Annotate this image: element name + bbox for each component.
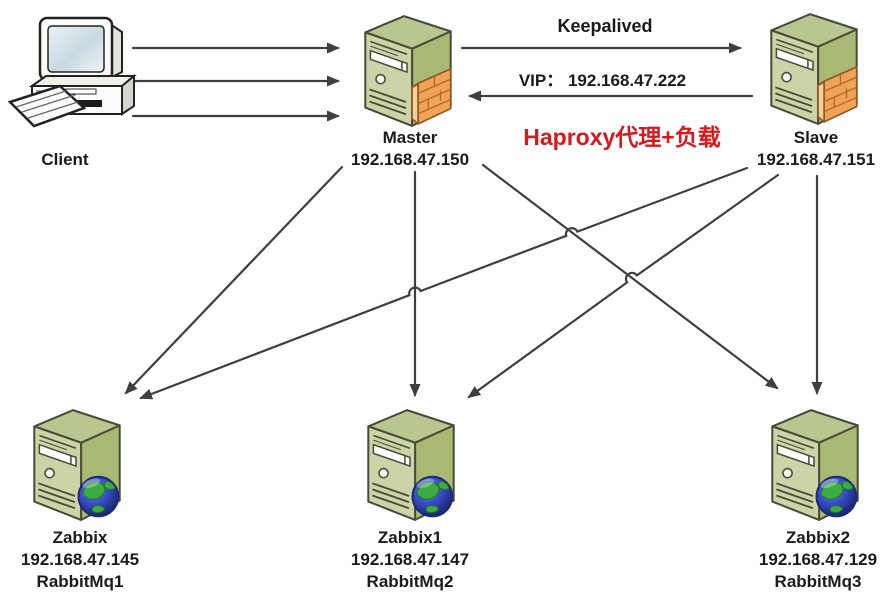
master-ip: 192.168.47.150 <box>350 150 470 169</box>
zabbix2-mq: RabbitMq3 <box>774 572 862 591</box>
slave-ip: 192.168.47.151 <box>756 150 876 169</box>
vip-label: VIP： 192.168.47.222 <box>518 71 687 90</box>
zabbix2-name: Zabbix2 <box>785 528 851 547</box>
zabbix-label: Zabbix 192.168.47.145 RabbitMq1 <box>0 527 160 593</box>
keepalived-label: Keepalived <box>557 16 653 36</box>
edge-master-to-zabbix2 <box>481 163 779 390</box>
zabbix1-ip: 192.168.47.147 <box>350 550 470 569</box>
zabbix-ip: 192.168.47.145 <box>20 550 140 569</box>
node-slave <box>763 6 865 130</box>
node-zabbix1 <box>360 402 462 526</box>
server-globe-icon <box>26 402 128 526</box>
slave-label: Slave 192.168.47.151 <box>736 127 882 171</box>
edge-slave-to-zabbix <box>139 166 749 400</box>
zabbix2-label: Zabbix2 192.168.47.129 RabbitMq3 <box>738 527 882 593</box>
edge-master-to-zabbix <box>124 165 344 395</box>
server-firewall-icon <box>357 8 459 132</box>
master-label: Master 192.168.47.150 <box>330 127 490 171</box>
zabbix1-label: Zabbix1 192.168.47.147 RabbitMq2 <box>330 527 490 593</box>
client-label: Client <box>41 150 89 169</box>
zabbix1-name: Zabbix1 <box>377 528 443 547</box>
client-computer-icon <box>8 12 143 147</box>
master-name: Master <box>382 128 438 147</box>
slave-name: Slave <box>793 128 839 147</box>
zabbix1-mq: RabbitMq2 <box>366 572 454 591</box>
server-firewall-icon <box>763 6 865 130</box>
node-zabbix2 <box>764 402 866 526</box>
node-zabbix <box>26 402 128 526</box>
server-globe-icon <box>764 402 866 526</box>
node-master <box>357 8 459 132</box>
haproxy-label: Haproxy代理+负载 <box>523 124 721 150</box>
zabbix-mq: RabbitMq1 <box>36 572 124 591</box>
edge-slave-to-zabbix1 <box>467 173 780 399</box>
node-client <box>8 12 143 147</box>
zabbix-name: Zabbix <box>52 528 108 547</box>
server-globe-icon <box>360 402 462 526</box>
zabbix2-ip: 192.168.47.129 <box>758 550 878 569</box>
